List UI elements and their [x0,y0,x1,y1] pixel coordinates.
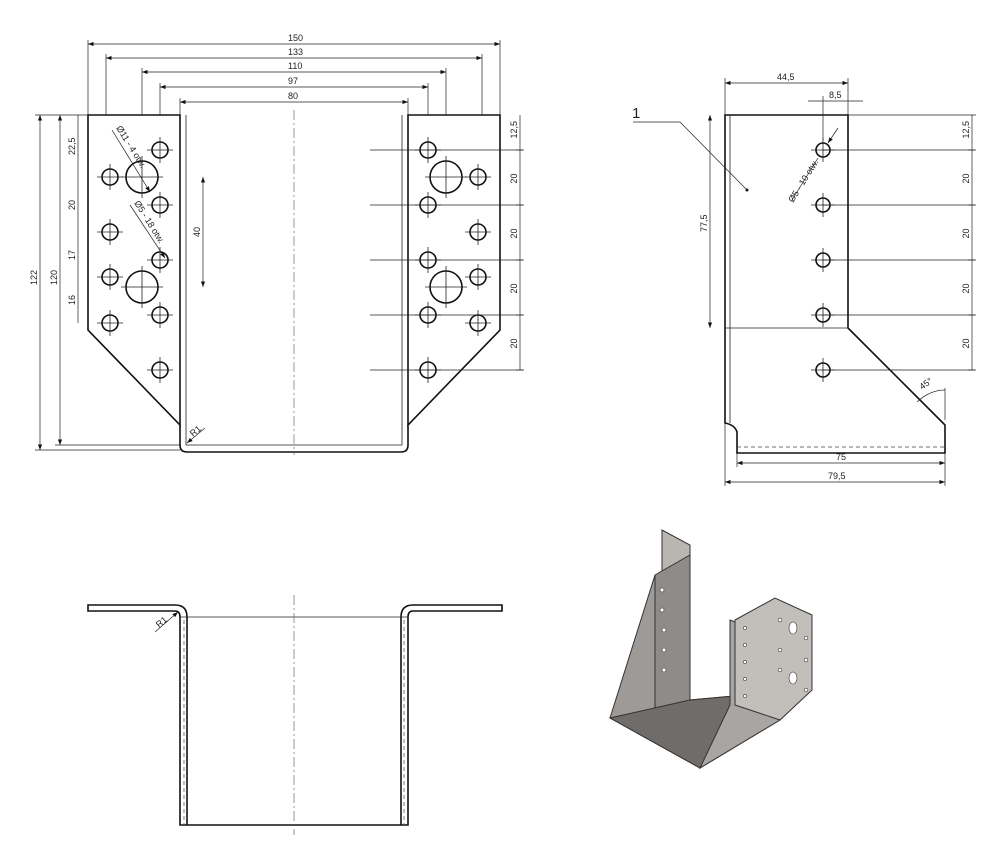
dim-width: 150 [288,33,303,43]
dim-width: 133 [288,47,303,57]
isometric-view [608,529,813,770]
top-view: R1 [87,595,503,835]
dim-angle-45: 45° [917,375,934,391]
label-hole-small: Ø5 - 18 otw. [132,199,166,245]
dim-chain: 20 [509,283,519,293]
dim-8-5: 8,5 [829,90,842,100]
dim-77-5: 77,5 [699,214,709,232]
label-hole: Ø5 - 10 otw. [786,158,820,204]
dim-chain: 20 [961,173,971,183]
dim-20: 20 [67,200,77,210]
dim-width: 80 [288,91,298,101]
dim-width: 97 [288,76,298,86]
dim-44-5: 44,5 [777,72,795,82]
dim-chain: 12,5 [509,121,519,139]
part-number: 1 [632,105,640,122]
dim-chain: 20 [961,283,971,293]
front-view: 150 133 110 97 80 122 120 22,5 20 17 16 40 1… [29,33,524,455]
dim-chain: 20 [509,228,519,238]
label-hole-large: Ø11 - 4 otw. [114,124,148,170]
dim-height-122: 122 [29,270,39,285]
dim-height-120: 120 [49,270,59,285]
label-radius: R1 [188,423,203,438]
dim-chain: 12,5 [961,121,971,139]
dim-17: 17 [67,250,77,260]
dim-chain: 20 [961,338,971,348]
dim-chain: 20 [961,228,971,238]
dim-16: 16 [67,295,77,305]
dim-40: 40 [192,227,202,237]
dim-79-5: 79,5 [828,471,846,481]
dim-22-5: 22,5 [67,137,77,155]
label-radius-top: R1 [154,614,169,629]
dim-chain: 20 [509,173,519,183]
dim-75: 75 [836,452,846,462]
dim-width: 110 [288,61,302,71]
dim-chain: 20 [509,338,519,348]
